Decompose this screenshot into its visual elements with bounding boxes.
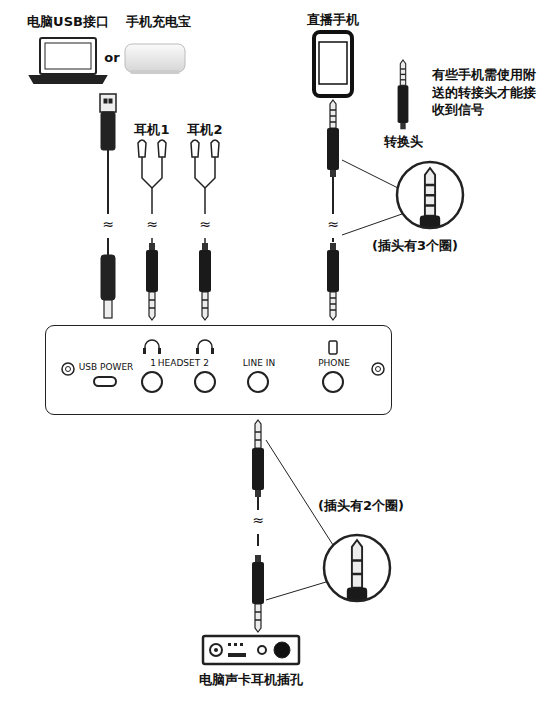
- plug-ring: [425, 184, 435, 187]
- plug-collar: [400, 123, 405, 129]
- earphone-1: [138, 140, 166, 250]
- plug-body: [199, 250, 211, 292]
- part-label: 电脑声卡耳机插孔: [199, 672, 303, 688]
- plug-body: [252, 448, 264, 490]
- plug-metal: [255, 420, 261, 448]
- plug-ring: [149, 307, 155, 309]
- port-label: LINE IN: [243, 358, 275, 369]
- plug-ring: [255, 619, 261, 621]
- plug-ring: [400, 79, 405, 80]
- plug-body: [347, 588, 367, 659]
- plug-collar: [149, 243, 155, 250]
- part-label: (插头有3个圈): [372, 238, 458, 254]
- plug-body: [327, 128, 339, 170]
- plug-ring: [330, 121, 336, 123]
- plug-metal: [149, 292, 155, 320]
- plug-ring: [255, 611, 261, 613]
- note-text: 有些手机需使用附送的转接头才能接收到信号: [432, 66, 544, 119]
- plug-ring: [255, 439, 261, 441]
- plug-body: [398, 85, 409, 123]
- plug-collar: [425, 287, 435, 299]
- plug-body: [252, 562, 264, 604]
- plug-collar: [255, 555, 261, 562]
- plug-metal: [425, 168, 435, 216]
- plug-ring: [330, 303, 336, 305]
- part-label: (插头有2个圈): [318, 498, 404, 514]
- plug-group: [146, 60, 408, 632]
- cable-break-mark: ≈: [325, 216, 341, 234]
- plug-metal: [330, 100, 336, 128]
- part-label: 手机充电宝: [126, 14, 191, 30]
- plug-zoom-3-rings: [342, 160, 463, 299]
- plug-ring: [352, 573, 362, 576]
- part-label: or: [104, 50, 119, 66]
- port-label: USB POWER: [79, 362, 134, 373]
- powerbank-icon: [125, 44, 185, 74]
- part-label: 转换头: [384, 134, 423, 150]
- panel-ports: [62, 340, 384, 392]
- plug-metal: [400, 60, 405, 85]
- port-label: HEADSET: [158, 358, 200, 369]
- plug-ring: [400, 74, 405, 75]
- port-label: 2: [203, 358, 209, 369]
- plug-collar: [330, 170, 336, 177]
- laptop-icon: [30, 38, 106, 83]
- plug-collar: [202, 243, 208, 250]
- port-label: PHONE: [318, 358, 350, 369]
- plug-collar: [330, 243, 336, 250]
- plug-metal: [330, 292, 336, 320]
- plug-metal: [352, 540, 362, 588]
- plug-collar: [352, 659, 362, 671]
- plug-body: [146, 250, 158, 292]
- cable-break-mark: ≈: [250, 512, 266, 530]
- plug-ring: [202, 307, 208, 309]
- usb-cable: [100, 94, 116, 318]
- plug-metal: [202, 292, 208, 320]
- plug-ring: [352, 559, 362, 562]
- plug-ring: [330, 115, 336, 117]
- plug-ring: [330, 109, 336, 111]
- plug-ring: [425, 194, 435, 197]
- plug-ring: [330, 309, 336, 311]
- soundcard-icon: [203, 636, 299, 664]
- cable-break-mark: ≈: [197, 216, 213, 234]
- plug-collar: [255, 490, 261, 497]
- plug-metal: [255, 604, 261, 632]
- earphone-2: [191, 140, 219, 250]
- port-label: 1: [150, 358, 156, 369]
- plug-ring: [330, 297, 336, 299]
- part-label: 耳机1: [134, 122, 169, 138]
- plug-ring: [149, 299, 155, 301]
- device-panel: USB POWER 1HEADSET2 LINE IN PHONE: [45, 325, 392, 415]
- plug-ring: [400, 68, 405, 69]
- cable-break-mark: ≈: [144, 216, 160, 234]
- plug-ring: [425, 204, 435, 207]
- cable-break-mark: ≈: [100, 216, 116, 234]
- phone-icon: [314, 32, 352, 96]
- part-label: 直播手机: [307, 12, 359, 28]
- plug-ring: [255, 431, 261, 433]
- part-label: 耳机2: [187, 122, 222, 138]
- plug-body: [327, 250, 339, 292]
- part-label: 电脑USB接口: [27, 14, 109, 30]
- plug-ring: [202, 299, 208, 301]
